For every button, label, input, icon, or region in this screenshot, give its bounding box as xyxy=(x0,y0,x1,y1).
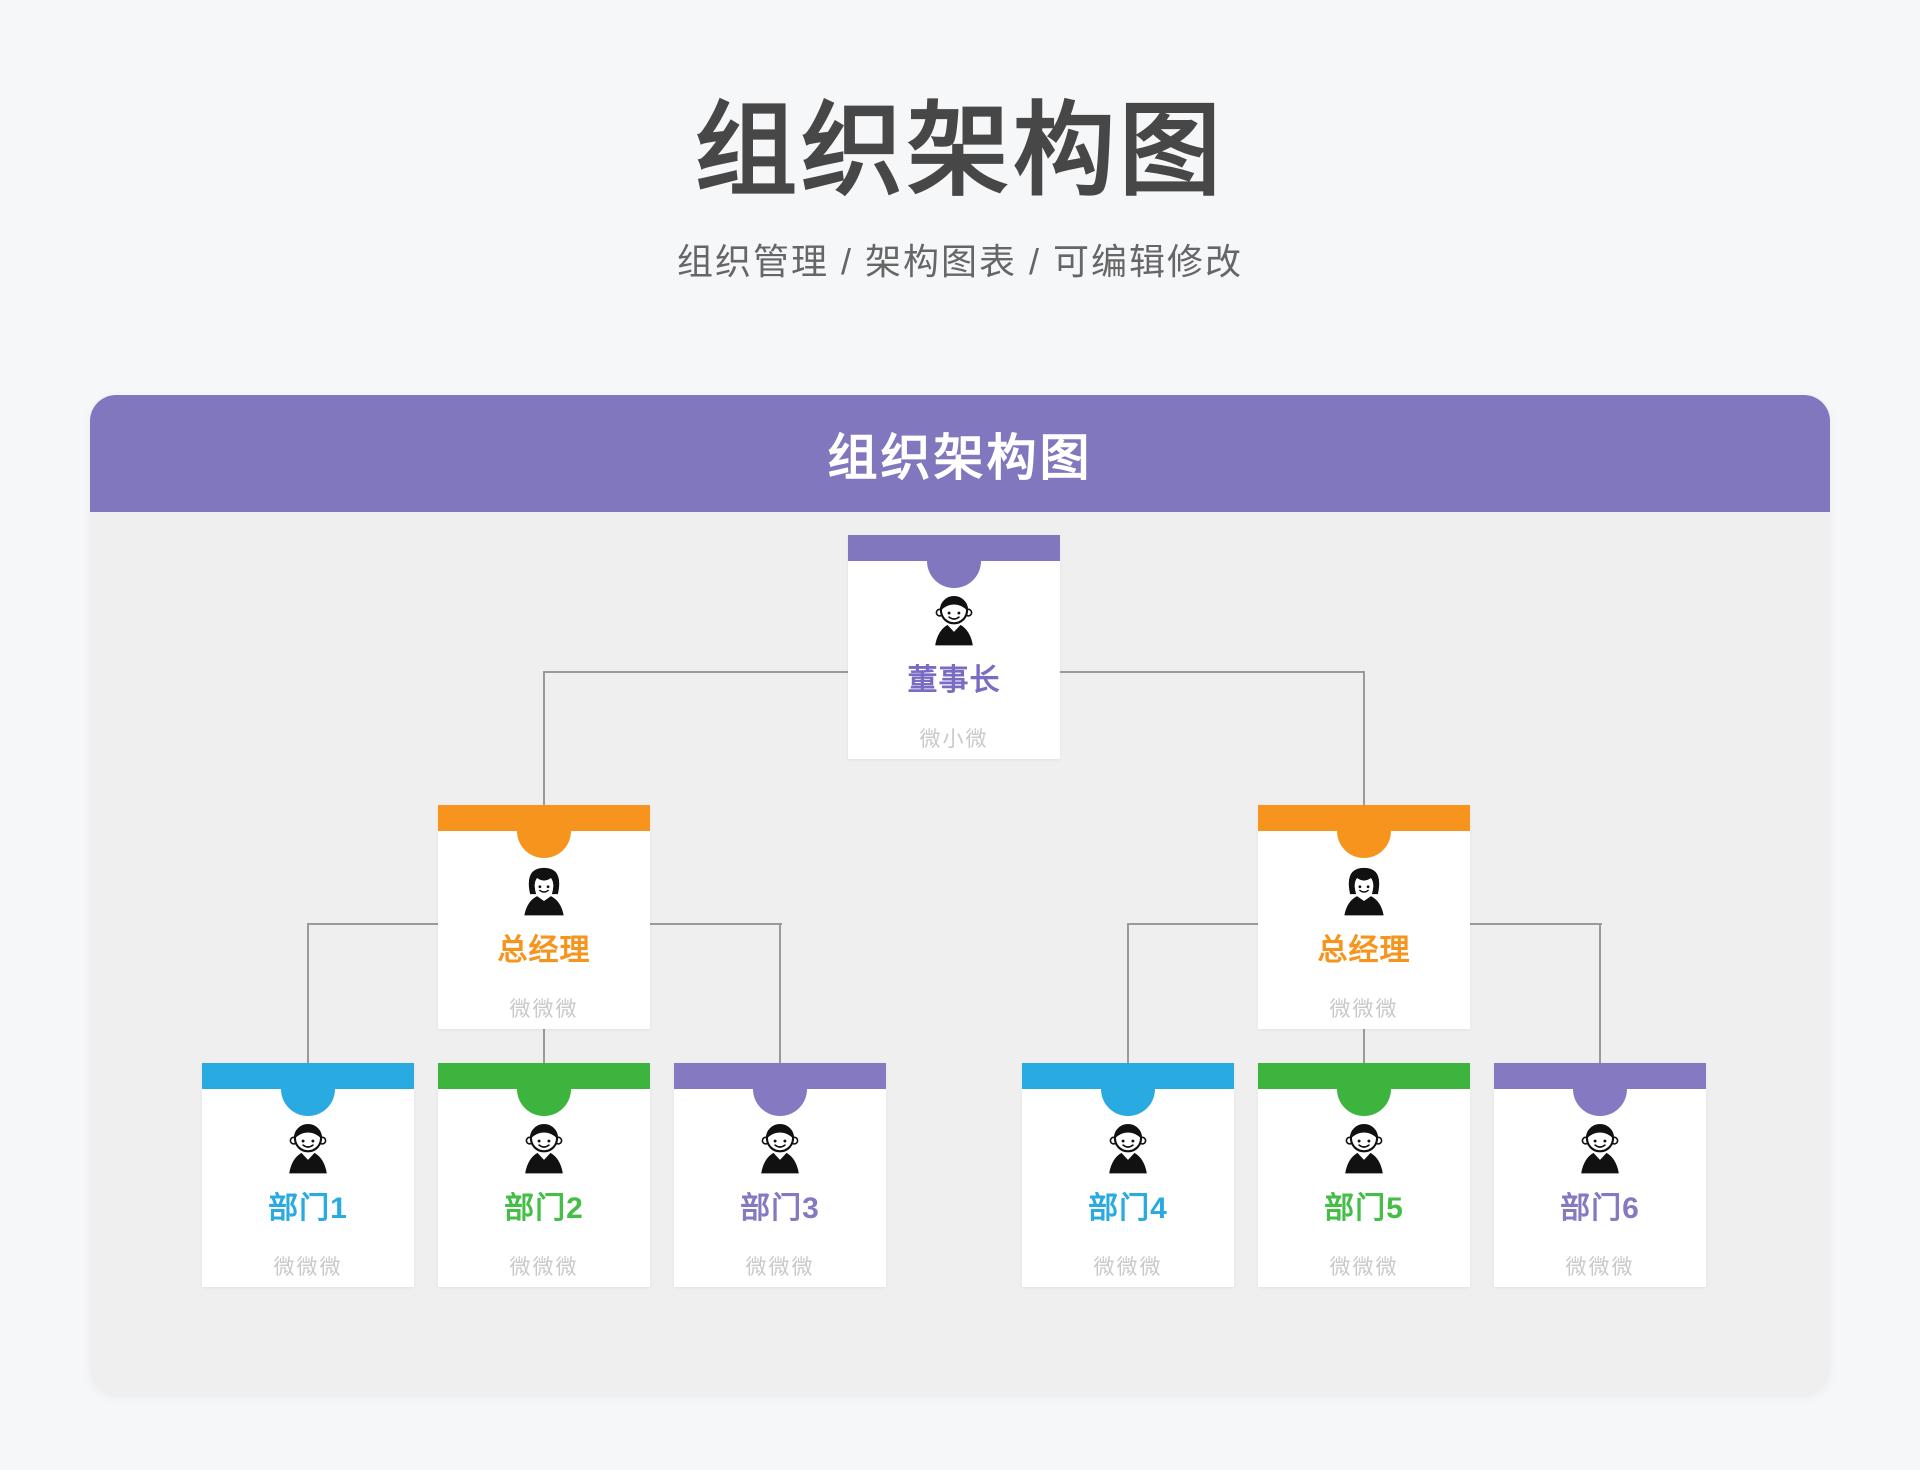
node-color-bump xyxy=(281,1089,335,1116)
female-avatar-icon xyxy=(1336,863,1392,917)
node-title: 部门2 xyxy=(504,1192,584,1225)
node-title: 部门3 xyxy=(740,1192,820,1225)
male-avatar-icon xyxy=(752,1121,808,1175)
orgchart-canvas: 董事长 微小微 总经理 微微微 总经理 微微微 部门1 微微微 xyxy=(90,512,1830,1395)
page-subtitle: 组织管理 / 架构图表 / 可编辑修改 xyxy=(676,241,1243,283)
node-color-bar xyxy=(1258,805,1470,858)
connector-drop-dept-6 xyxy=(1599,923,1601,1065)
node-title: 总经理 xyxy=(497,934,591,967)
node-person-name: 微微微 xyxy=(1565,1256,1635,1279)
male-avatar-icon xyxy=(926,593,982,647)
node-color-bump xyxy=(753,1089,807,1116)
org-node-dept-5[interactable]: 部门5 微微微 xyxy=(1258,1063,1470,1287)
male-avatar-icon xyxy=(1100,1121,1156,1175)
node-color-bump xyxy=(517,831,571,858)
node-color-bump xyxy=(1337,1089,1391,1116)
male-avatar-icon xyxy=(280,1121,336,1175)
male-avatar-icon xyxy=(1336,1121,1392,1175)
org-node-gm-left[interactable]: 总经理 微微微 xyxy=(438,805,650,1029)
node-title: 部门6 xyxy=(1560,1192,1640,1225)
org-node-dept-1[interactable]: 部门1 微微微 xyxy=(202,1063,414,1287)
org-node-chairman[interactable]: 董事长 微小微 xyxy=(848,535,1060,759)
node-title: 部门4 xyxy=(1088,1192,1168,1225)
org-node-dept-4[interactable]: 部门4 微微微 xyxy=(1022,1063,1234,1287)
connector-drop-dept-5 xyxy=(1363,1029,1365,1065)
node-color-bar xyxy=(1494,1063,1706,1116)
node-color-bar xyxy=(438,805,650,858)
node-title: 董事长 xyxy=(907,664,1001,697)
org-node-dept-3[interactable]: 部门3 微微微 xyxy=(674,1063,886,1287)
org-node-dept-2[interactable]: 部门2 微微微 xyxy=(438,1063,650,1287)
page-title: 组织架构图 xyxy=(695,94,1225,208)
node-person-name: 微小微 xyxy=(919,728,989,751)
connector-drop-dept-2 xyxy=(543,1029,545,1065)
male-avatar-icon xyxy=(516,1121,572,1175)
node-title: 部门1 xyxy=(268,1192,348,1225)
node-color-bar xyxy=(848,535,1060,588)
org-node-dept-6[interactable]: 部门6 微微微 xyxy=(1494,1063,1706,1287)
orgchart-panel: 组织架构图 董事长 微小微 总经理 微微微 xyxy=(90,395,1830,1395)
node-person-name: 微微微 xyxy=(745,1256,815,1279)
node-person-name: 微微微 xyxy=(509,998,579,1021)
node-color-bar xyxy=(438,1063,650,1116)
hero-section: 组织架构图 组织管理 / 架构图表 / 可编辑修改 xyxy=(0,0,1920,285)
connector-drop-dept-4 xyxy=(1127,923,1129,1065)
panel-header: 组织架构图 xyxy=(90,395,1830,512)
node-color-bar xyxy=(1258,1063,1470,1116)
connector-l1-drop-left xyxy=(543,671,545,807)
node-person-name: 微微微 xyxy=(1329,998,1399,1021)
node-color-bar xyxy=(674,1063,886,1116)
node-color-bar xyxy=(202,1063,414,1116)
node-color-bar xyxy=(1022,1063,1234,1116)
node-title: 部门5 xyxy=(1324,1192,1404,1225)
node-color-bump xyxy=(1573,1089,1627,1116)
node-person-name: 微微微 xyxy=(1093,1256,1163,1279)
node-color-bump xyxy=(1101,1089,1155,1116)
connector-drop-dept-3 xyxy=(779,923,781,1065)
node-color-bump xyxy=(517,1089,571,1116)
node-person-name: 微微微 xyxy=(273,1256,343,1279)
node-title: 总经理 xyxy=(1317,934,1411,967)
node-color-bump xyxy=(1337,831,1391,858)
node-person-name: 微微微 xyxy=(509,1256,579,1279)
node-color-bump xyxy=(927,561,981,588)
male-avatar-icon xyxy=(1572,1121,1628,1175)
connector-drop-dept-1 xyxy=(307,923,309,1065)
connector-l1-drop-right xyxy=(1363,671,1365,807)
panel-header-title: 组织架构图 xyxy=(827,429,1093,486)
node-person-name: 微微微 xyxy=(1329,1256,1399,1279)
org-node-gm-right[interactable]: 总经理 微微微 xyxy=(1258,805,1470,1029)
female-avatar-icon xyxy=(516,863,572,917)
